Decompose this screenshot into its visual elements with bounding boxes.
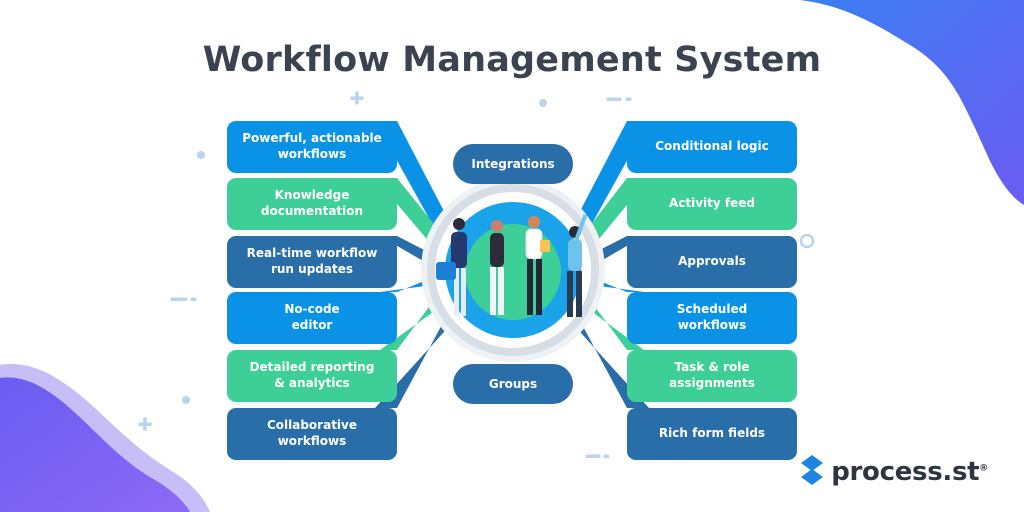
deco-ring [799, 233, 815, 249]
process-st-logo: process.st® [798, 452, 988, 492]
person-2 [490, 220, 504, 315]
feature-box-knowledge-documentation: Knowledge documentation [227, 178, 397, 230]
deco-dash-3 [585, 454, 601, 458]
logo-suffix: .st [942, 457, 980, 487]
logo-wordmark: process.st® [831, 457, 988, 487]
deco-dot-3 [182, 396, 190, 404]
deco-dot-2 [197, 151, 205, 159]
feature-box-approvals: Approvals [627, 236, 797, 288]
center-disc-inner [465, 224, 561, 320]
deco-dash-2b [190, 297, 197, 301]
feature-box-conditional-logic: Conditional logic [627, 121, 797, 173]
feature-box-scheduled-workflows: Scheduled workflows [627, 292, 797, 344]
deco-dot-1 [539, 99, 547, 107]
corner-blob-bottom-left-inner [0, 377, 190, 512]
page-title: Workflow Management System [202, 40, 822, 80]
deco-dash-1 [606, 97, 622, 101]
person-4 [567, 214, 588, 317]
feature-box-no-code-editor: No-code editor [227, 292, 397, 344]
integrations-pill: Integrations [453, 144, 573, 184]
feature-box-reporting-analytics: Detailed reporting & analytics [227, 350, 397, 402]
person-1 [436, 218, 467, 316]
deco-plus-2 [138, 417, 152, 431]
deco-dash-3b [603, 454, 610, 458]
person-3 [525, 216, 550, 315]
groups-pill: Groups [453, 364, 573, 404]
feature-box-rich-form-fields: Rich form fields [627, 408, 797, 460]
deco-dash-2 [170, 297, 188, 301]
feature-box-collaborative-workflows: Collaborative workflows [227, 408, 397, 460]
process-st-logo-mark [801, 455, 823, 485]
deco-plus-1 [350, 91, 364, 105]
feature-box-activity-feed: Activity feed [627, 178, 797, 230]
feature-box-real-time-updates: Real-time workflow run updates [227, 236, 397, 288]
deco-dash-1b [625, 97, 632, 101]
logo-word: process [831, 457, 943, 487]
people-illustration [436, 214, 588, 317]
logo-registered-mark: ® [979, 463, 988, 474]
feature-box-task-role-assignments: Task & role assignments [627, 350, 797, 402]
corner-blob-top-right [800, 0, 1024, 205]
feature-box-powerful-workflows: Powerful, actionable workflows [227, 121, 397, 173]
